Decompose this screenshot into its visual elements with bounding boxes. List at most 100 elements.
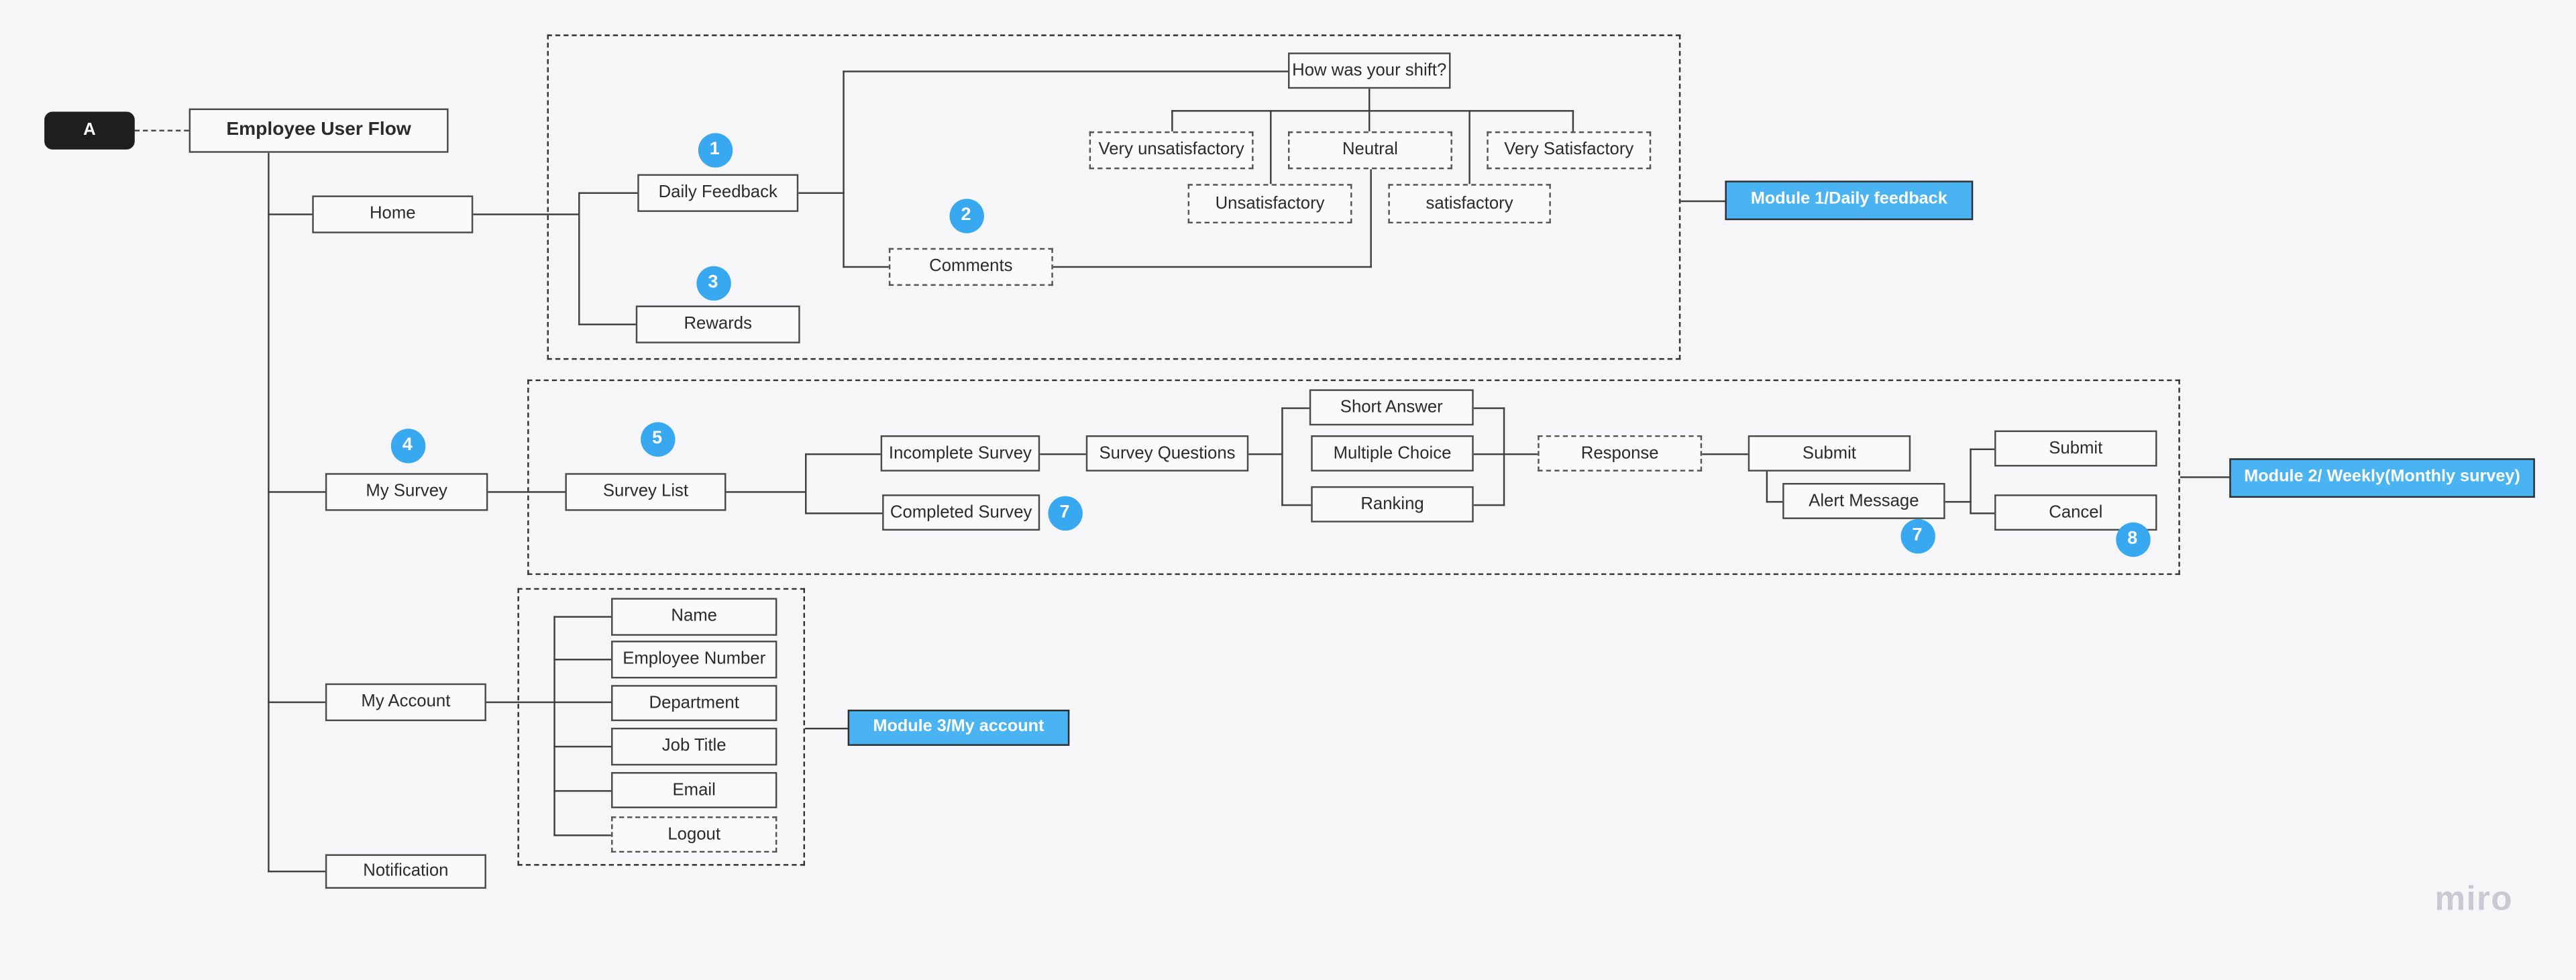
step-badge-5[interactable]: 5 bbox=[639, 421, 675, 456]
node-ranking[interactable]: Ranking bbox=[1311, 486, 1474, 523]
node-label-employee-number: Employee Number bbox=[623, 649, 766, 669]
step-badge-1[interactable]: 1 bbox=[697, 132, 733, 167]
connector-line bbox=[1269, 109, 1271, 185]
node-module-2[interactable]: Module 2/ Weekly(Monthly survey) bbox=[2229, 458, 2535, 498]
node-submit-2[interactable]: Submit bbox=[1994, 430, 2157, 467]
connector-line bbox=[1170, 109, 1173, 133]
node-home[interactable]: Home bbox=[312, 195, 474, 233]
node-alert-message[interactable]: Alert Message bbox=[1782, 483, 1945, 519]
node-label-very-unsatisfactory: Very unsatisfactory bbox=[1098, 140, 1244, 160]
connector-line bbox=[1969, 447, 1996, 449]
connector-line bbox=[487, 491, 566, 493]
step-badge-number: 5 bbox=[652, 429, 663, 449]
connector-line bbox=[1368, 88, 1371, 111]
node-label-cancel: Cancel bbox=[2049, 502, 2103, 523]
node-daily-feedback[interactable]: Daily Feedback bbox=[637, 174, 799, 212]
node-label-logout: Logout bbox=[667, 824, 721, 845]
group-frame-survey-group[interactable] bbox=[527, 379, 2180, 576]
connector-line bbox=[804, 511, 883, 514]
node-rewards[interactable]: Rewards bbox=[635, 305, 800, 343]
step-badge-4[interactable]: 4 bbox=[390, 427, 425, 463]
connector-line bbox=[577, 192, 639, 194]
node-label-my-account: My Account bbox=[361, 692, 451, 712]
node-name[interactable]: Name bbox=[611, 598, 777, 636]
node-label-multiple-choice: Multiple Choice bbox=[1333, 443, 1452, 464]
node-notification[interactable]: Notification bbox=[325, 854, 486, 889]
connector-line bbox=[797, 192, 844, 194]
node-very-unsatisfactory[interactable]: Very unsatisfactory bbox=[1089, 131, 1254, 170]
node-completed-survey[interactable]: Completed Survey bbox=[882, 494, 1040, 531]
step-badge-number: 8 bbox=[2127, 529, 2138, 549]
node-label-unsatisfactory: Unsatisfactory bbox=[1215, 193, 1325, 213]
node-unsatisfactory[interactable]: Unsatisfactory bbox=[1187, 184, 1352, 224]
node-label-short-answer: Short Answer bbox=[1340, 397, 1443, 417]
node-my-account[interactable]: My Account bbox=[325, 683, 486, 722]
node-label-notification: Notification bbox=[363, 861, 449, 881]
group-frame-account-group[interactable] bbox=[517, 588, 806, 866]
node-short-answer[interactable]: Short Answer bbox=[1309, 389, 1474, 426]
node-response[interactable]: Response bbox=[1538, 435, 1703, 472]
group-frame-daily-feedback-group[interactable] bbox=[547, 34, 1681, 360]
node-survey-questions[interactable]: Survey Questions bbox=[1085, 435, 1249, 472]
node-label-comments: Comments bbox=[929, 256, 1013, 277]
connector-line bbox=[1280, 503, 1312, 506]
node-comments[interactable]: Comments bbox=[888, 248, 1053, 286]
node-label-employee-user-flow: Employee User Flow bbox=[226, 119, 411, 140]
node-label-name: Name bbox=[671, 606, 717, 627]
connector-line bbox=[2179, 475, 2231, 478]
node-employee-user-flow[interactable]: Employee User Flow bbox=[189, 108, 449, 153]
node-how-was-your-shift[interactable]: How was your shift? bbox=[1288, 52, 1451, 89]
connector-line bbox=[485, 701, 555, 704]
node-my-survey[interactable]: My Survey bbox=[325, 473, 488, 511]
node-submit-1[interactable]: Submit bbox=[1748, 435, 1911, 472]
node-multiple-choice[interactable]: Multiple Choice bbox=[1311, 435, 1474, 472]
node-label-frame-a: A bbox=[83, 120, 96, 140]
connector-line bbox=[1765, 470, 1767, 502]
connector-line bbox=[1969, 447, 1971, 514]
step-badge-number: 1 bbox=[709, 140, 720, 160]
connector-line bbox=[1472, 452, 1539, 455]
step-badge-number: 7 bbox=[1912, 525, 1923, 546]
step-badge-8[interactable]: 8 bbox=[2115, 521, 2150, 556]
connector-line bbox=[1472, 406, 1505, 409]
connector-line bbox=[804, 726, 849, 729]
node-job-title[interactable]: Job Title bbox=[611, 727, 777, 766]
node-module-1[interactable]: Module 1/Daily feedback bbox=[1725, 180, 1974, 221]
step-badge-7[interactable]: 7 bbox=[1900, 518, 1935, 553]
connector-line bbox=[134, 129, 189, 131]
node-label-submit-1: Submit bbox=[1802, 443, 1856, 464]
node-label-how-was-your-shift: How was your shift? bbox=[1292, 60, 1447, 80]
node-employee-number[interactable]: Employee Number bbox=[611, 641, 777, 679]
node-logout[interactable]: Logout bbox=[611, 816, 777, 853]
step-badge-7[interactable]: 7 bbox=[1047, 495, 1082, 530]
connector-line bbox=[1944, 500, 1971, 502]
connector-line bbox=[553, 616, 612, 618]
node-department[interactable]: Department bbox=[611, 685, 777, 722]
node-very-satisfactory[interactable]: Very Satisfactory bbox=[1487, 131, 1652, 170]
connector-line bbox=[1472, 503, 1505, 506]
connector-line bbox=[842, 70, 1289, 72]
connector-line bbox=[266, 701, 327, 704]
connector-line bbox=[1680, 199, 1726, 202]
step-badge-3[interactable]: 3 bbox=[696, 265, 731, 300]
connector-line bbox=[1701, 452, 1749, 455]
node-frame-a[interactable]: A bbox=[44, 111, 135, 150]
node-satisfactory[interactable]: satisfactory bbox=[1388, 184, 1551, 224]
miro-watermark[interactable]: miro bbox=[2434, 880, 2513, 918]
node-email[interactable]: Email bbox=[611, 772, 777, 808]
connector-line bbox=[577, 192, 580, 325]
connector-line bbox=[1369, 168, 1371, 268]
node-label-very-satisfactory: Very Satisfactory bbox=[1504, 140, 1634, 160]
connector-line bbox=[1248, 452, 1283, 455]
connector-line bbox=[1765, 500, 1784, 502]
step-badge-2[interactable]: 2 bbox=[949, 198, 983, 233]
node-cancel[interactable]: Cancel bbox=[1994, 494, 2157, 531]
node-label-survey-questions: Survey Questions bbox=[1099, 443, 1236, 464]
node-incomplete-survey[interactable]: Incomplete Survey bbox=[880, 435, 1040, 472]
node-module-3[interactable]: Module 3/My account bbox=[847, 709, 1070, 746]
connector-line bbox=[577, 323, 637, 325]
connector-line bbox=[266, 152, 269, 873]
node-neutral[interactable]: Neutral bbox=[1288, 131, 1452, 170]
node-survey-list[interactable]: Survey List bbox=[565, 473, 727, 511]
